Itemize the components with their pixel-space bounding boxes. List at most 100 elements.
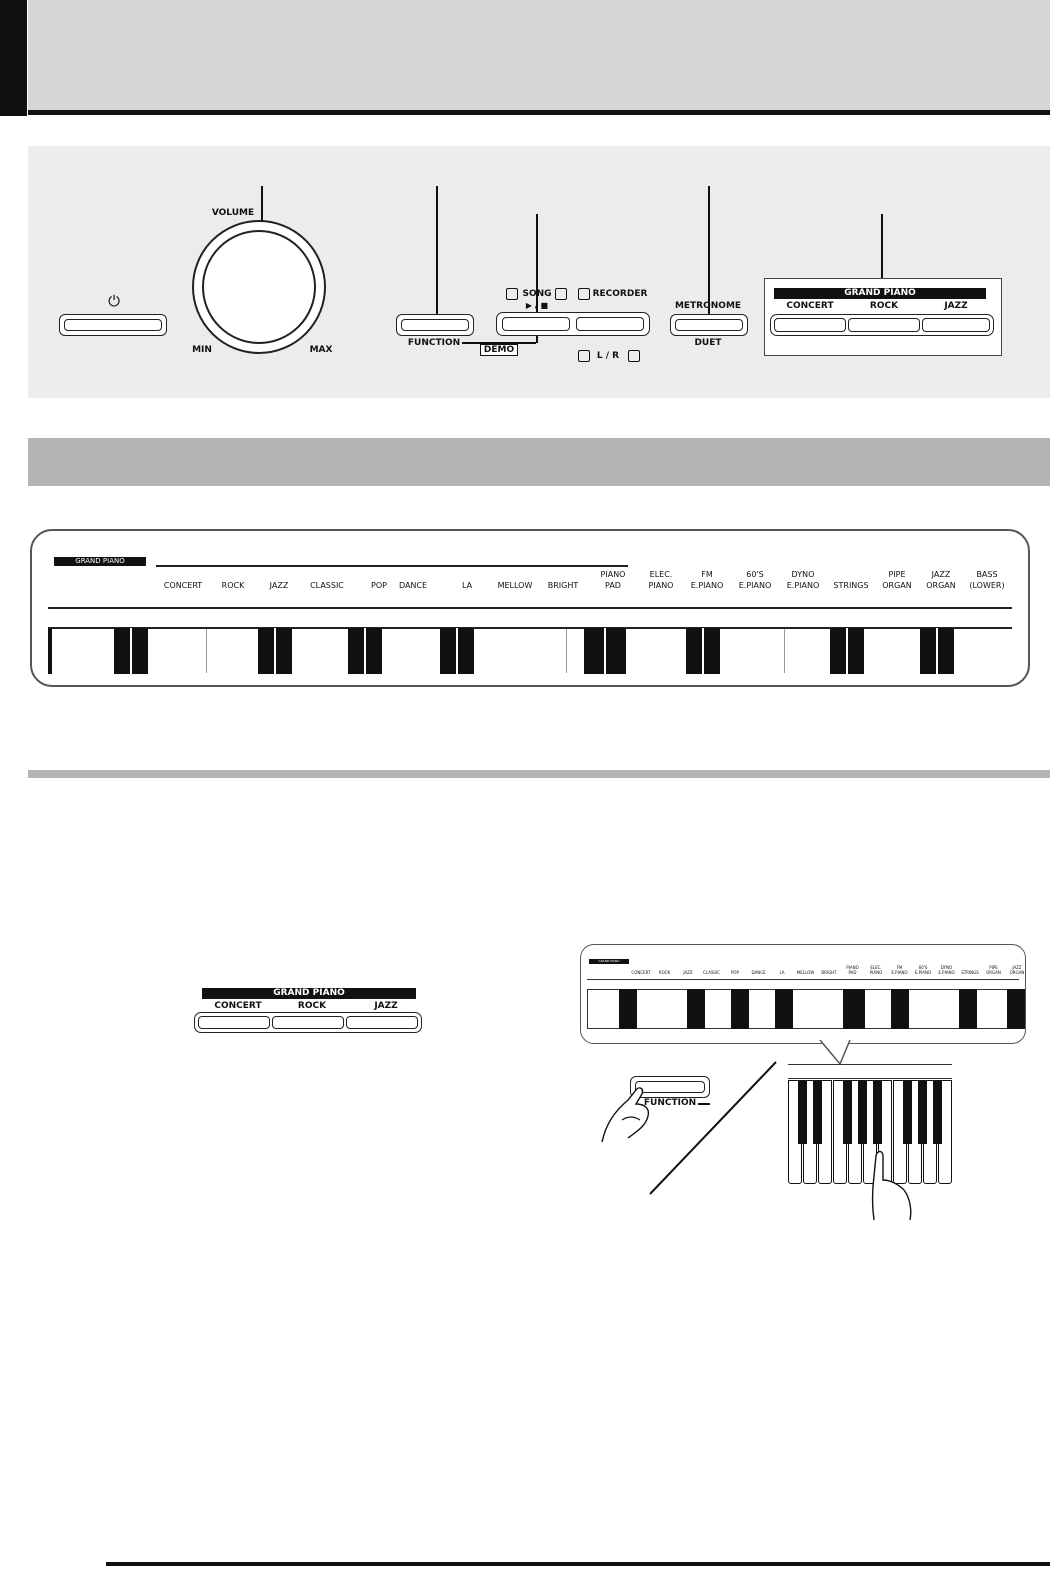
footer-rule bbox=[106, 1562, 1050, 1566]
header-tab bbox=[0, 0, 27, 116]
illustration-tone-label: BRIGHT bbox=[821, 970, 837, 975]
illustration-black-key bbox=[687, 989, 705, 1029]
illustration-black-key bbox=[843, 989, 865, 1029]
volume-label: VOLUME bbox=[211, 208, 255, 218]
black-key bbox=[686, 628, 720, 674]
hand-left-icon bbox=[601, 1087, 650, 1143]
duet-label: DUET bbox=[694, 338, 722, 348]
header-band bbox=[28, 0, 1050, 110]
tone-label: CLASSIC bbox=[310, 581, 344, 590]
tone-label: ROCK bbox=[221, 581, 245, 590]
tone-label: 60'S E.PIANO bbox=[738, 570, 772, 590]
example-grand-piano-label: GRAND PIANO bbox=[202, 988, 416, 999]
volume-knob-inner bbox=[202, 230, 316, 344]
big-keyboard-rule bbox=[788, 1078, 952, 1079]
tone-label: DANCE bbox=[398, 581, 428, 590]
illustration-big-keyboard bbox=[788, 1064, 958, 1188]
illustration-tone-label: PIANO PAD bbox=[846, 965, 859, 975]
big-black-key bbox=[933, 1080, 942, 1144]
illustration-function-button[interactable] bbox=[630, 1076, 710, 1098]
illustration-tone-label: DYNO E.PIANO bbox=[938, 965, 955, 975]
tone-label: JAZZ ORGAN bbox=[926, 570, 956, 590]
tone-label: BRIGHT bbox=[547, 581, 579, 590]
tone-label: STRINGS bbox=[833, 581, 869, 590]
big-black-key bbox=[798, 1080, 807, 1144]
section-rule bbox=[28, 770, 1050, 778]
illustration-key-edge bbox=[587, 989, 1019, 1029]
tone-strip-rule bbox=[48, 627, 1012, 629]
example-concert-label: CONCERT bbox=[214, 1001, 262, 1011]
metronome-button[interactable] bbox=[670, 314, 748, 336]
illustration-tone-label: FM E.PIANO bbox=[891, 965, 908, 975]
tone-strip-grand-piano-label: GRAND PIANO bbox=[54, 557, 146, 566]
illustration-tone-label: PIPE ORGAN bbox=[986, 965, 1001, 975]
big-keyboard-top-rule bbox=[788, 1064, 952, 1065]
example-rock-label: ROCK bbox=[297, 1001, 327, 1011]
jazz-label: JAZZ bbox=[944, 301, 968, 311]
example-jazz-label: JAZZ bbox=[374, 1001, 398, 1011]
left-lamp bbox=[578, 350, 590, 362]
illustration-tone-label: ELEC. PIANO bbox=[869, 965, 883, 975]
example-jazz-button[interactable] bbox=[346, 1016, 418, 1029]
play-stop-button[interactable] bbox=[502, 317, 570, 331]
jazz-button[interactable] bbox=[922, 318, 990, 332]
illustration-tone-label: POP bbox=[731, 970, 739, 975]
illustration-tone-label: 60'S E.PIANO bbox=[914, 965, 932, 975]
example-concert-button[interactable] bbox=[198, 1016, 270, 1029]
callout-line bbox=[436, 186, 438, 326]
recorder-button[interactable] bbox=[576, 317, 644, 331]
grand-piano-label: GRAND PIANO bbox=[774, 288, 986, 299]
song-label: SONG bbox=[522, 289, 552, 299]
illustration-black-key bbox=[731, 989, 749, 1029]
recorder-lamp bbox=[578, 288, 590, 300]
tone-label: PIPE ORGAN bbox=[882, 570, 912, 590]
tone-strip-rule bbox=[48, 607, 1012, 609]
key-divider bbox=[566, 629, 567, 673]
volume-knob-outer[interactable] bbox=[192, 220, 326, 354]
black-key bbox=[348, 628, 382, 674]
black-key bbox=[920, 628, 954, 674]
lr-label: L / R bbox=[596, 351, 620, 361]
function-button[interactable] bbox=[396, 314, 474, 336]
hand-right-icon bbox=[871, 1150, 912, 1221]
key-edge bbox=[48, 628, 52, 674]
illustration-tone-label: JAZZ ORGAN bbox=[1009, 965, 1025, 975]
tone-label: FM E.PIANO bbox=[690, 570, 724, 590]
black-key bbox=[830, 628, 864, 674]
illustration-tone-label: STRINGS bbox=[961, 970, 979, 975]
illustration-tone-label: CONCERT bbox=[631, 970, 651, 975]
big-black-key bbox=[903, 1080, 912, 1144]
right-lamp bbox=[628, 350, 640, 362]
black-key bbox=[440, 628, 474, 674]
function-label: FUNCTION bbox=[407, 338, 461, 348]
control-panel-diagram: ⏻ VOLUME MIN MAX FUNCTION DEMO SONG ▶ / … bbox=[28, 146, 1050, 398]
illustration-black-key bbox=[959, 989, 977, 1029]
illustration-tone-label: ROCK bbox=[658, 970, 671, 975]
rock-button[interactable] bbox=[848, 318, 920, 332]
illustration-tone-label: DANCE bbox=[751, 970, 766, 975]
illustration-rule bbox=[587, 979, 1019, 980]
tone-label: PIANO PAD bbox=[600, 570, 626, 590]
volume-min-label: MIN bbox=[192, 345, 212, 355]
metronome-label: METRONOME bbox=[674, 301, 742, 311]
example-rock-button[interactable] bbox=[272, 1016, 344, 1029]
black-key bbox=[258, 628, 292, 674]
big-black-key bbox=[873, 1080, 882, 1144]
demo-bracket bbox=[462, 342, 536, 344]
concert-button[interactable] bbox=[774, 318, 846, 332]
demo-label: DEMO bbox=[480, 344, 518, 356]
illustration-black-key bbox=[1007, 989, 1025, 1029]
illustration-tone-label: MELLOW bbox=[796, 970, 815, 975]
callout-line bbox=[536, 214, 538, 326]
power-icon: ⏻ bbox=[108, 292, 120, 310]
power-button[interactable] bbox=[59, 314, 167, 336]
tone-label: BASS (LOWER) bbox=[969, 570, 1005, 590]
concert-label: CONCERT bbox=[786, 301, 834, 311]
tone-label: DYNO E.PIANO bbox=[786, 570, 820, 590]
rock-label: ROCK bbox=[869, 301, 899, 311]
illustration-black-key bbox=[619, 989, 637, 1029]
header-rule bbox=[28, 110, 1050, 115]
key-divider bbox=[784, 629, 785, 673]
callout-line bbox=[881, 214, 883, 278]
